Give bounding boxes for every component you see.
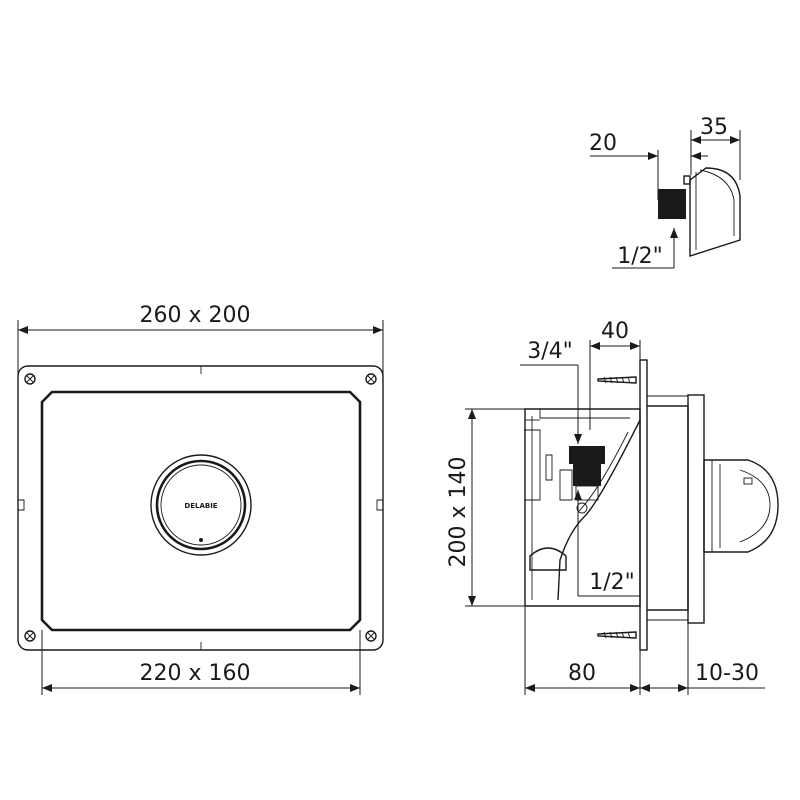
screw-icon [24, 373, 36, 385]
thread-stub [658, 189, 686, 219]
outer-dimension-label: 260 x 200 [140, 303, 251, 328]
front-frame [647, 405, 689, 611]
thread-bottom-label: 1/2" [589, 570, 635, 595]
screw-icon [365, 373, 377, 385]
valve-body [573, 464, 601, 486]
button-depth-label: 20 [589, 131, 617, 156]
valve-top [569, 446, 605, 464]
thread-top-label: 3/4" [527, 339, 573, 364]
inner-panel [40, 390, 362, 632]
outer-frame [17, 365, 384, 651]
side-wall-label: 10-30 [695, 661, 759, 686]
notch-left [18, 499, 25, 511]
wall-plate [639, 359, 648, 651]
brand-logo: DELABIE [184, 502, 217, 510]
screw-icon [597, 631, 637, 639]
side-view: 200 x 140 [446, 319, 779, 695]
button-detail: 20 35 1/2" [589, 115, 741, 269]
front-view: 260 x 200 DELABIE [17, 303, 384, 695]
side-depth-label: 80 [568, 661, 596, 686]
screw-icon [597, 376, 637, 384]
button-width-label: 35 [700, 115, 728, 140]
offset-dimension-label: 40 [601, 319, 629, 344]
screw-icon [24, 630, 36, 642]
notch-right [376, 499, 383, 511]
button-side [703, 459, 779, 553]
height-dimension-label: 200 x 140 [446, 457, 471, 568]
knockout [529, 547, 567, 571]
inner-dimension-label: 220 x 160 [140, 661, 251, 686]
screw-icon [365, 630, 377, 642]
internal-curve [584, 419, 641, 517]
button-thread-label: 1/2" [617, 244, 663, 269]
button-dome [689, 167, 741, 257]
push-button: DELABIE [150, 454, 252, 556]
front-cover [687, 394, 705, 624]
